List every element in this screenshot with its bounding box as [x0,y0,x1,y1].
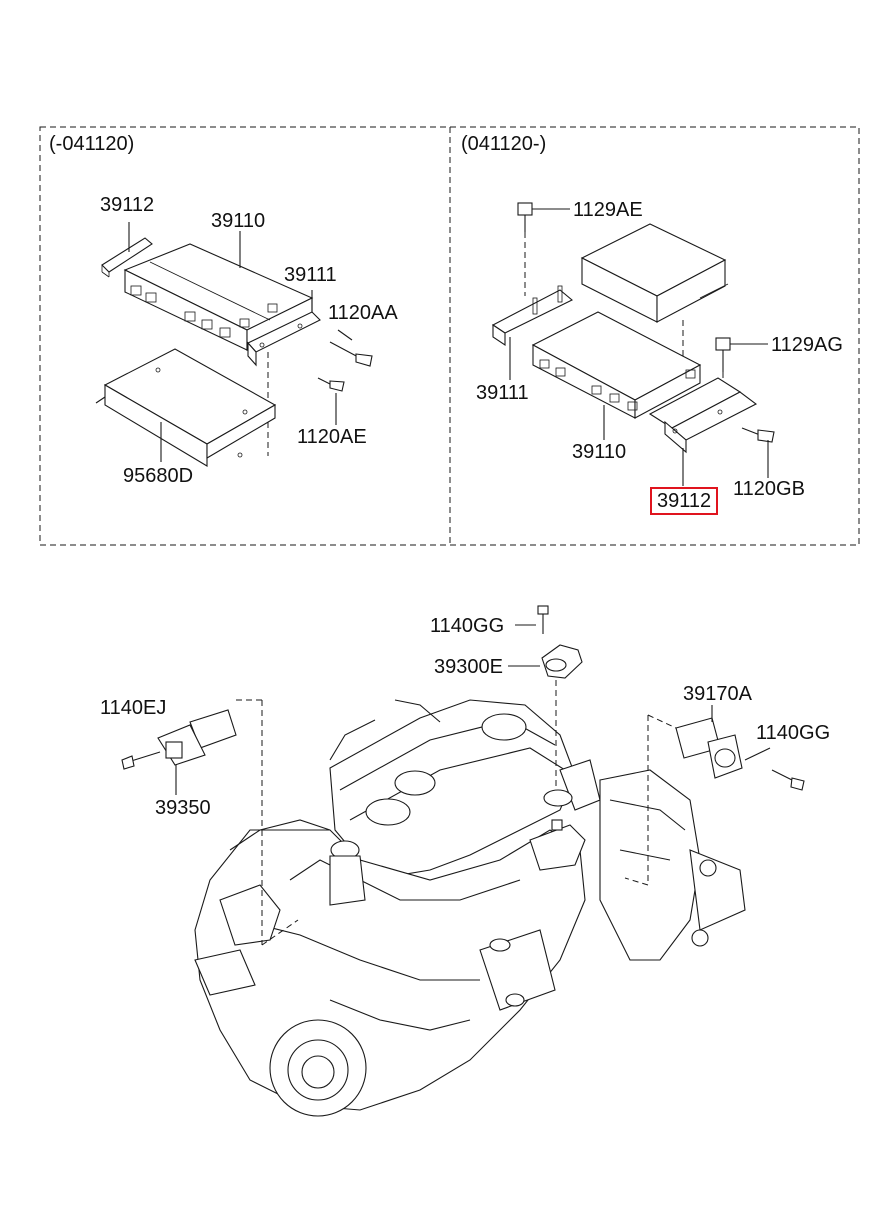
label-1120AE[interactable]: 1120AE [297,426,367,448]
left-bolts [317,329,373,425]
label-39350[interactable]: 39350 [155,797,211,819]
panel-frames [39,126,860,546]
label-39112-right-highlighted[interactable]: 39112 [650,487,719,515]
label-39110-left[interactable]: 39110 [211,210,266,232]
label-39110-right[interactable]: 39110 [572,441,627,463]
label-39111-left[interactable]: 39111 [284,264,337,286]
left-panel-header: (-041120) [49,133,135,155]
right-ecu-cover [580,223,729,380]
label-1140GG-right[interactable]: 1140GG [756,722,831,744]
label-1129AG[interactable]: 1129AG [771,334,843,356]
sensor-39300E [508,605,583,807]
left-ecu-assembly [95,222,373,467]
label-1120GB[interactable]: 1120GB [733,478,805,500]
label-1120AA[interactable]: 1120AA [328,302,398,324]
right-ecu-39110 [531,311,702,440]
right-ecu-assembly [491,202,775,486]
label-1140EJ[interactable]: 1140EJ [100,697,167,719]
label-1129AE[interactable]: 1129AE [573,199,643,221]
right-bracket-39112 [648,377,758,486]
right-bolt-1129AE [517,202,570,296]
left-tray-95680D [95,348,277,467]
label-39111-right[interactable]: 39111 [476,382,529,404]
label-39170A[interactable]: 39170A [683,683,752,705]
label-39300E[interactable]: 39300E [434,656,503,678]
left-plate-39112 [101,222,153,278]
right-panel-header: (041120-) [461,133,547,155]
label-1140GG-top[interactable]: 1140GG [430,615,505,637]
right-bolt-1120GB [741,427,775,478]
right-bracket-39111 [491,285,574,380]
sensor-39350 [121,699,299,946]
label-39112-left[interactable]: 39112 [100,194,155,216]
label-95680D[interactable]: 95680D [123,465,194,487]
engine-block [194,699,746,1117]
sensor-39170A [624,705,805,886]
